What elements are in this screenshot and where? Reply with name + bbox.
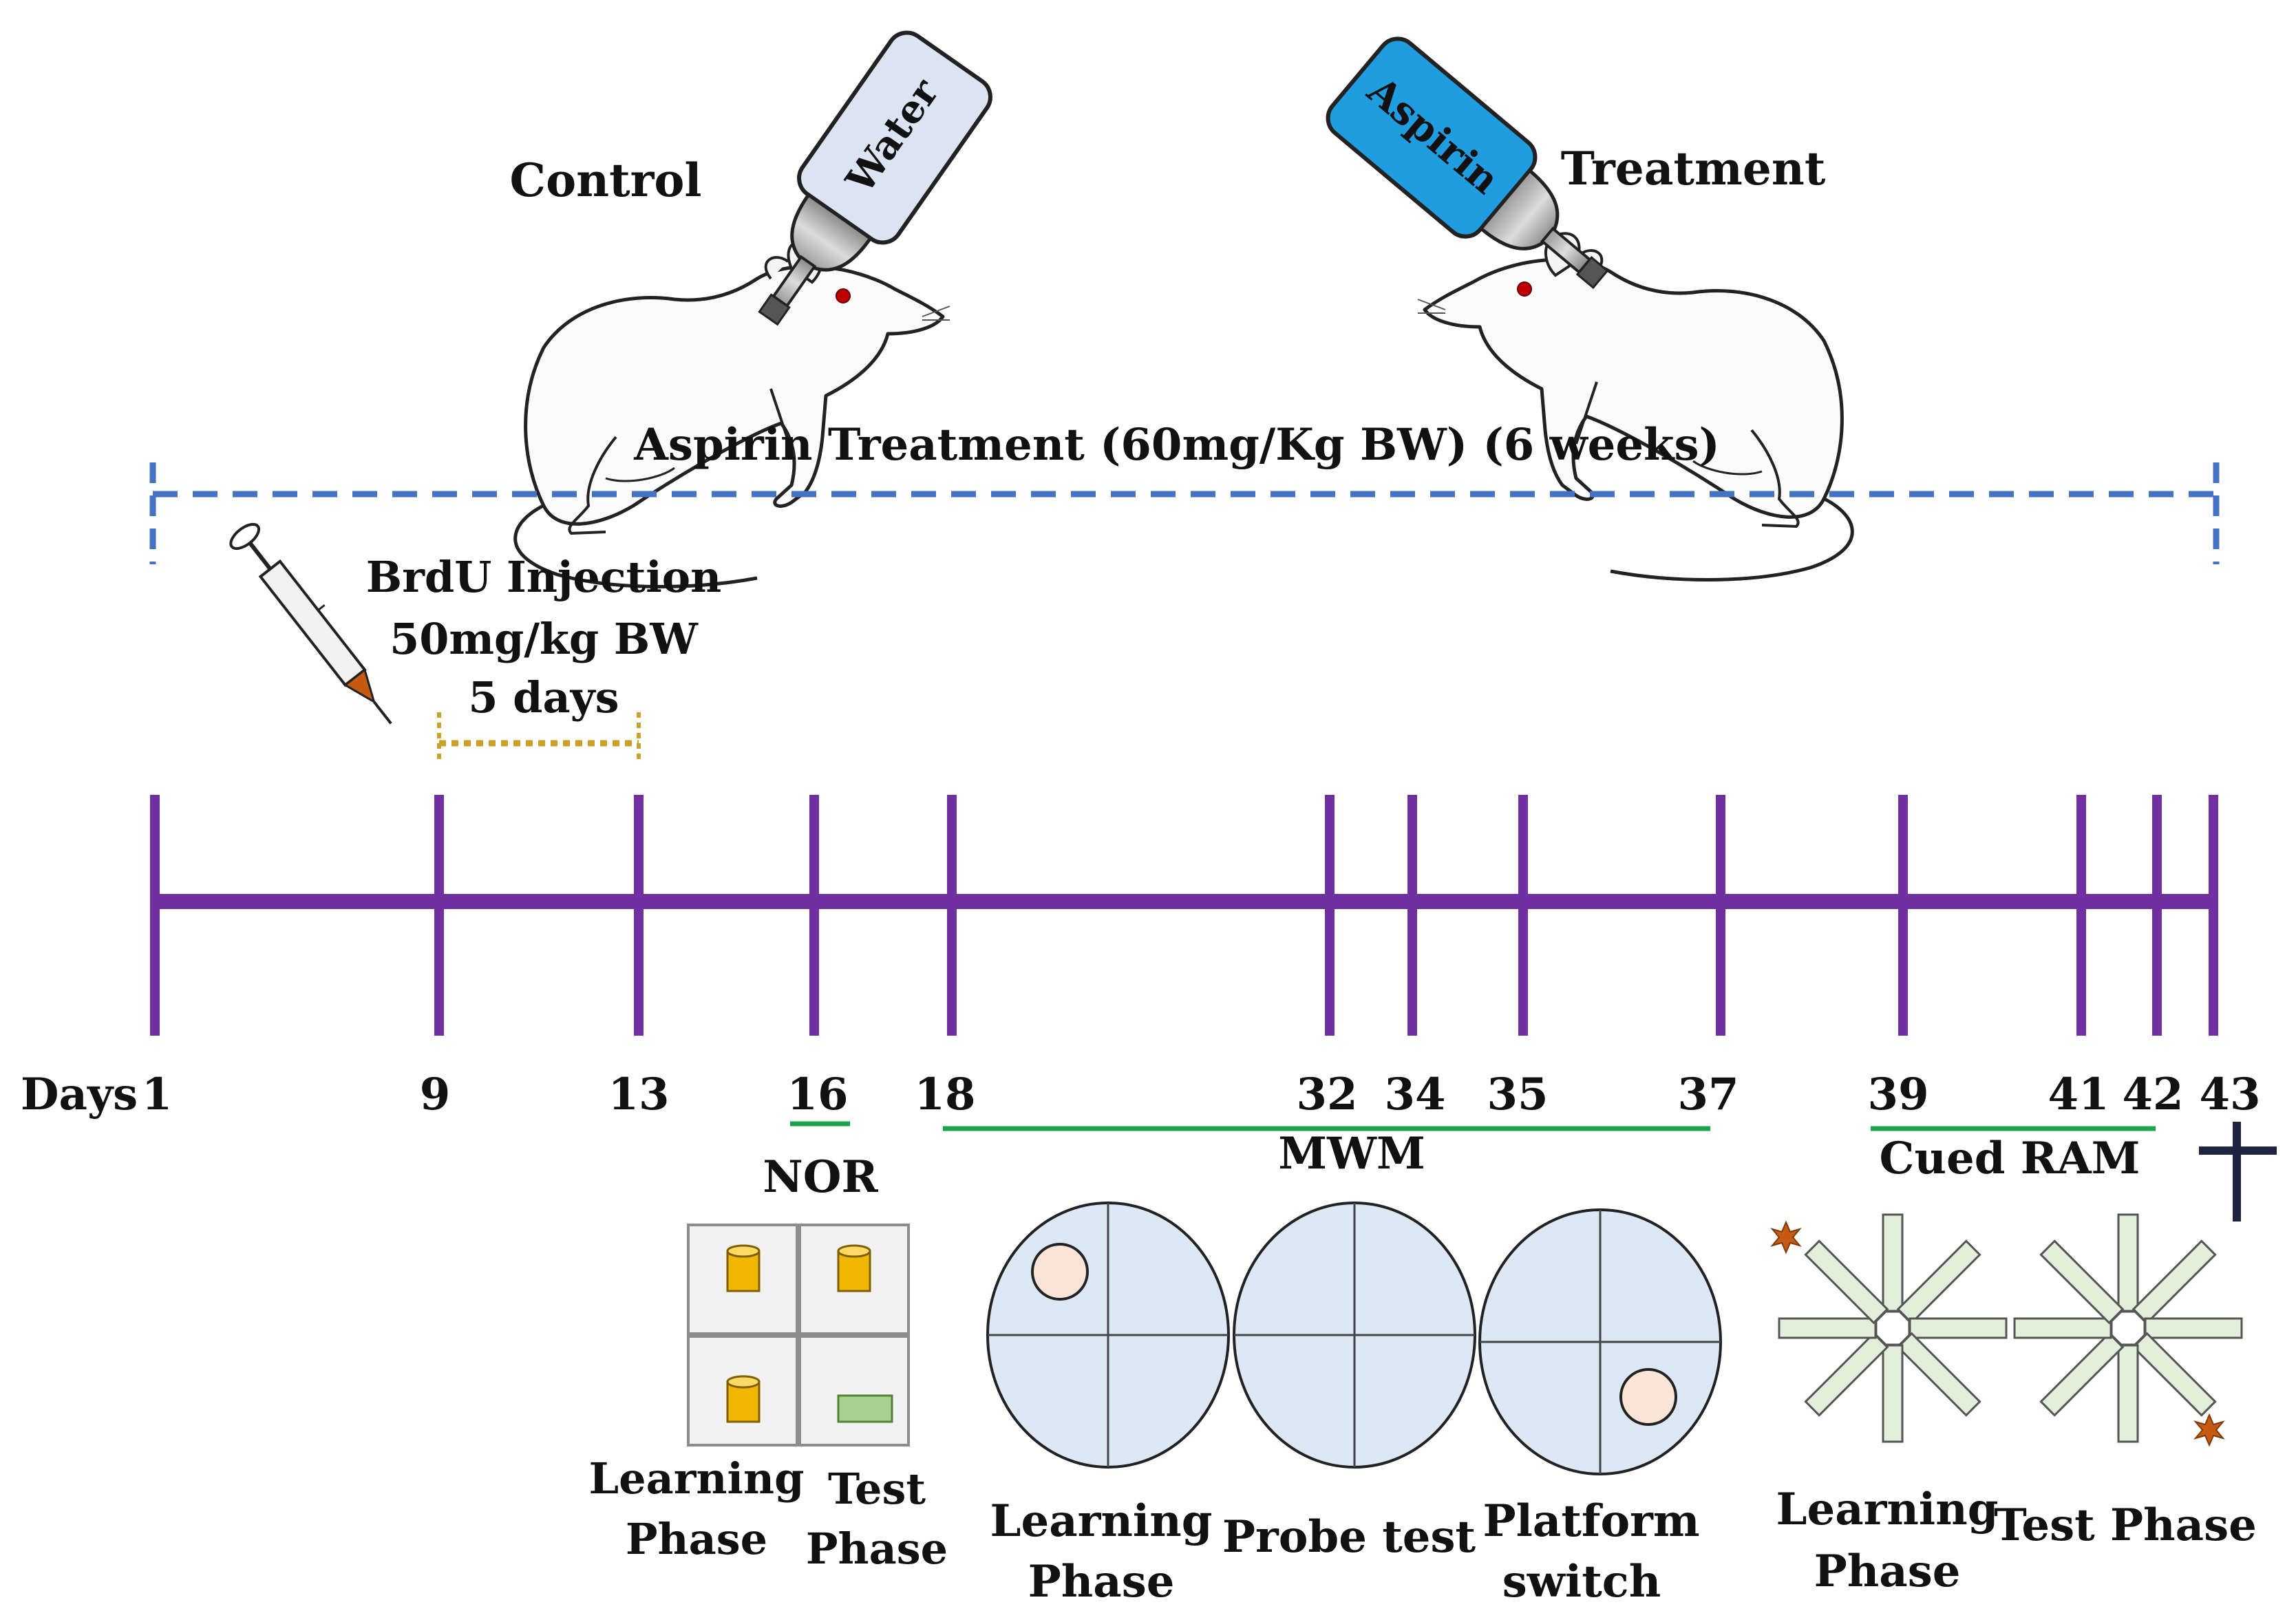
radial-arm-maze-test	[2013, 1213, 2243, 1447]
brdu-label-line1: BrdU Injection	[366, 552, 721, 602]
day-label: 32	[1296, 1069, 1357, 1120]
food-reward-star-icon	[2193, 1413, 2225, 1447]
nor-learning-label-line1: Learning	[589, 1453, 805, 1504]
ram-test-label: Test Phase	[1994, 1500, 2257, 1551]
object-block-icon	[837, 1394, 893, 1423]
object-cylinder-icon	[726, 1244, 761, 1292]
nor-title: NOR	[763, 1151, 878, 1203]
day-label: 37	[1677, 1069, 1739, 1120]
mwm-pool-learning	[986, 1202, 1230, 1469]
object-cylinder-icon	[837, 1244, 871, 1292]
day-label: 42	[2122, 1069, 2183, 1120]
timeline-axis	[150, 795, 2218, 1036]
brdu-label-line2: 50mg/kg BW	[390, 614, 699, 664]
day-label: 18	[914, 1069, 975, 1120]
nor-arena-grid	[687, 1224, 910, 1447]
day-label: 13	[608, 1069, 669, 1120]
mwm-switch-label-line1: Platform	[1482, 1495, 1699, 1547]
mwm-title: MWM	[1278, 1128, 1425, 1180]
mwm-learning-label-line1: Learning	[990, 1495, 1212, 1547]
radial-arm-maze-learning	[1770, 1213, 2008, 1443]
day-label: 41	[2048, 1069, 2109, 1120]
control-group-label: Control	[510, 153, 702, 207]
mwm-learning-label-line2: Phase	[1028, 1556, 1175, 1608]
day-labels: Days 1 9 13 16 18 32 34 35 37 39 41 42 4…	[21, 1069, 2261, 1120]
timeline-ticks	[150, 795, 2218, 1036]
day-label: 16	[787, 1069, 848, 1120]
treatment-rat-illustration	[1418, 233, 1852, 579]
ram-title: Cued RAM	[1880, 1133, 2140, 1184]
days-prefix-label: Days	[21, 1069, 138, 1120]
day-label: 35	[1487, 1069, 1548, 1120]
mwm-pool-probe	[1233, 1202, 1476, 1469]
food-reward-star-icon	[1770, 1220, 1802, 1255]
day-label: 1	[142, 1069, 173, 1120]
nor-test-label-line1: Test	[828, 1464, 926, 1514]
nor-test-label-line2: Phase	[806, 1524, 948, 1574]
test-period-underlines	[790, 1121, 2156, 1131]
day-label: 34	[1384, 1069, 1445, 1120]
aspirin-bottle-icon: Aspirin	[1326, 36, 1609, 290]
day-label: 43	[2199, 1069, 2260, 1120]
brdu-duration-bracket	[437, 712, 641, 764]
brdu-label-line3: 5 days	[468, 672, 619, 723]
ram-learning-label-line2: Phase	[1814, 1546, 1961, 1597]
treatment-group-label: Treatment	[1561, 142, 1826, 195]
nor-learning-label-line2: Phase	[626, 1514, 767, 1564]
day-label: 39	[1867, 1069, 1928, 1120]
control-rat-illustration	[515, 240, 950, 586]
day-label: 9	[420, 1069, 451, 1120]
platform-icon	[1031, 1243, 1089, 1301]
mwm-probe-label: Probe test	[1222, 1511, 1476, 1563]
water-bottle-icon: Water	[758, 30, 992, 326]
syringe-icon	[229, 522, 392, 725]
treatment-span-bracket	[149, 462, 2220, 564]
platform-icon	[1619, 1368, 1677, 1426]
object-cylinder-icon	[726, 1375, 761, 1423]
mwm-pool-switch	[1478, 1208, 1722, 1475]
ram-learning-label-line1: Learning	[1776, 1484, 1998, 1535]
sacrifice-cross-icon	[2199, 1122, 2277, 1221]
mwm-switch-label-line2: switch	[1502, 1556, 1661, 1608]
treatment-span-label: Aspirin Treatment (60mg/Kg BW) (6 weeks)	[633, 419, 1720, 471]
